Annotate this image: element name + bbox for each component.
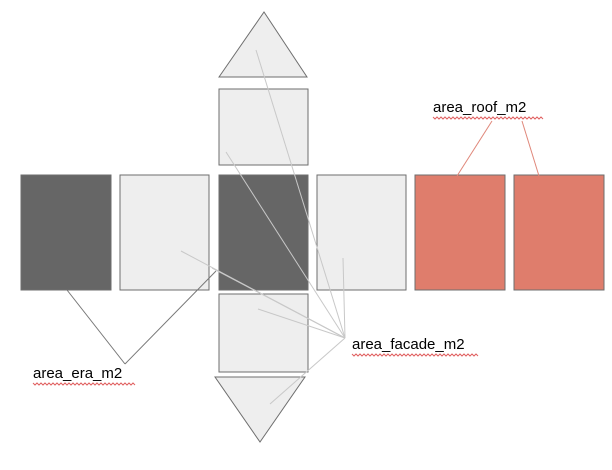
upper-facade-square	[218, 88, 309, 166]
era-leader-right	[124, 270, 217, 365]
roof-label-underline	[432, 116, 544, 120]
top-gable-triangle	[218, 11, 308, 78]
era-leader-left	[66, 289, 126, 365]
facade-leader-bottom-gable	[269, 337, 346, 405]
facade-leader-lower-square	[257, 308, 346, 339]
roof-leader-right	[521, 120, 540, 177]
facade-leader-lines	[180, 49, 346, 405]
floor-area-square-left	[20, 174, 112, 291]
facade-leader-left-square-b	[211, 267, 346, 339]
roof-square-left	[414, 174, 506, 291]
facade-square-right	[316, 174, 407, 291]
roof-area-label: area_roof_m2	[433, 99, 526, 116]
facade-leader-right-square	[342, 257, 346, 339]
roof-leader-left	[456, 120, 493, 177]
facade-leader-top-gable	[255, 49, 346, 339]
floor-area-square-center	[218, 174, 309, 291]
era-label-underline	[32, 382, 136, 386]
facade-label-underline	[351, 353, 479, 357]
facade-area-label: area_facade_m2	[352, 336, 465, 353]
facade-leader-upper-square	[225, 151, 346, 339]
lower-facade-square	[218, 293, 309, 373]
facade-square-left	[119, 174, 210, 291]
era-leader-lines	[66, 270, 217, 365]
roof-square-right	[513, 174, 605, 291]
roof-leader-lines	[456, 120, 540, 177]
era-area-label: area_era_m2	[33, 365, 122, 382]
bottom-gable-triangle	[214, 376, 306, 443]
